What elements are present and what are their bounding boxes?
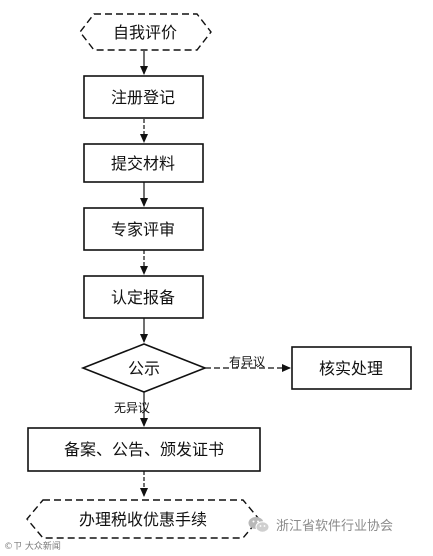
record-box: [27, 427, 261, 472]
certify-box: [83, 275, 204, 319]
record-label: 备案、公告、颁发证书: [64, 440, 224, 459]
node-certify: 认定报备: [83, 275, 204, 319]
node-end: 办理税收优惠手续: [26, 499, 260, 539]
edge-objection-label: 有异议: [229, 355, 265, 369]
verify-label: 核实处理: [319, 359, 383, 378]
verify-box: [291, 346, 412, 390]
node-review: 专家评审: [83, 207, 204, 251]
node-submit: 提交材料: [83, 143, 204, 183]
start-label: 自我评价: [113, 23, 177, 42]
watermark-right: 浙江省软件行业协会: [248, 515, 393, 534]
end-terminator: [26, 499, 260, 539]
start-terminator: [79, 13, 212, 51]
edge-no-objection-label: 无异议: [114, 401, 150, 415]
connectors: [140, 51, 291, 497]
wechat-icon: [248, 516, 270, 534]
review-label: 专家评审: [111, 220, 175, 239]
end-label: 办理税收优惠手续: [79, 510, 207, 529]
node-decision: 公示: [80, 343, 208, 393]
review-box: [83, 207, 204, 251]
node-record: 备案、公告、颁发证书: [27, 427, 261, 472]
node-start: 自我评价: [79, 13, 212, 51]
node-verify: 核实处理: [291, 346, 412, 390]
node-register: 注册登记: [83, 75, 204, 119]
certify-label: 认定报备: [111, 288, 175, 307]
decision-diamond: [80, 343, 208, 393]
register-label: 注册登记: [111, 88, 175, 107]
submit-label: 提交材料: [111, 154, 175, 173]
watermark-right-text: 浙江省软件行业协会: [276, 519, 394, 534]
register-box: [83, 75, 204, 119]
decision-label: 公示: [128, 359, 160, 378]
watermark-left: ©ㄗ 大众新闻: [4, 542, 61, 552]
submit-box: [83, 143, 204, 183]
